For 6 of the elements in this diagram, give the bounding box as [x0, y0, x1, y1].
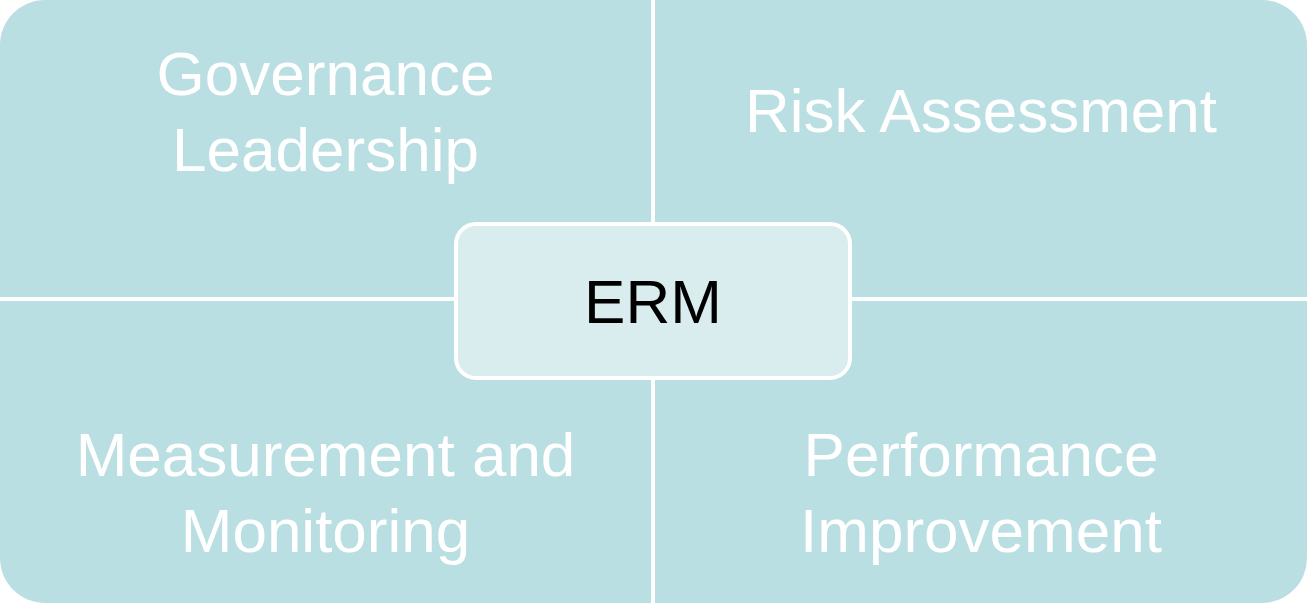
quadrant-label: Risk Assessment	[745, 75, 1217, 147]
quadrant-label: Performance Improvement	[799, 419, 1163, 567]
quadrant-label: Governance Leadership	[155, 38, 496, 186]
quadrant-label: Measurement and Monitoring	[74, 419, 577, 567]
center-label: ERM	[584, 265, 722, 337]
center-box	[454, 222, 852, 380]
